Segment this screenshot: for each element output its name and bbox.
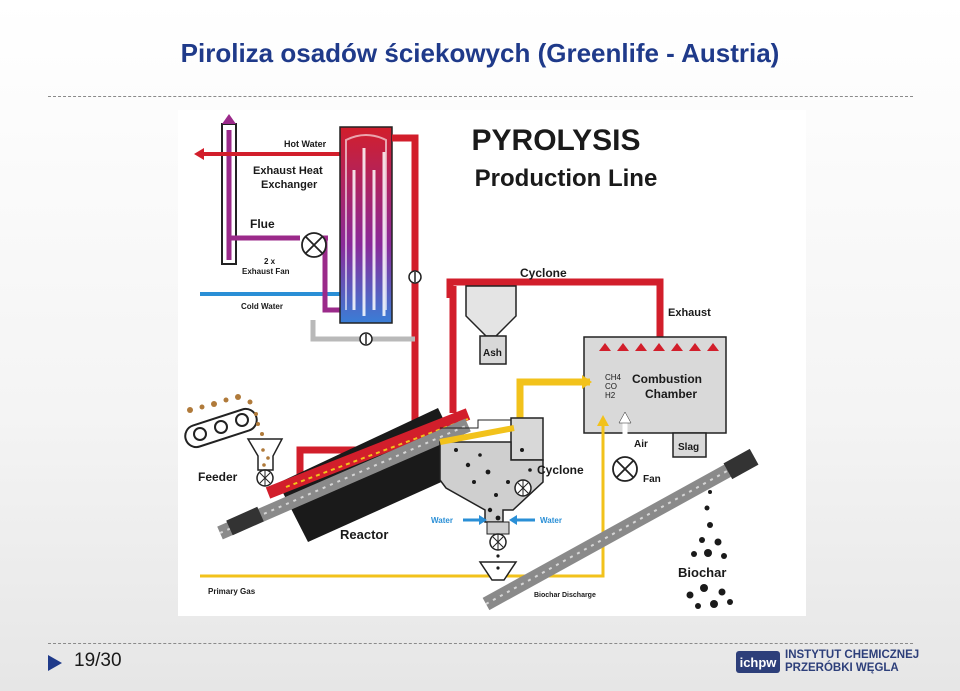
diagram-canvas: PYROLYSIS Production Line Hot Water Exha… [184,114,759,611]
label-2x: 2 x [264,257,276,266]
ichpw-logo: ichpw INSTYTUT CHEMICZNEJ PRZERÓBKI WĘGL… [736,649,919,675]
heading-line2: Production Line [475,165,658,192]
gray-return-line [310,320,415,342]
label-primary-gas: Primary Gas [208,587,256,596]
ichpw-logo-icon: ichpw [736,651,780,673]
exhaust-fan-icon [301,232,327,258]
label-co: CO [605,382,617,391]
hot-water-line [194,148,353,160]
label-cyclone-bottom: Cyclone [537,463,584,477]
label-slag: Slag [678,442,699,453]
logo-line2: PRZERÓBKI WĘGLA [785,662,899,674]
exhaust-heat-exchanger [339,126,393,324]
valve-lower [359,332,373,346]
bottom-divider [48,643,913,644]
label-biochar: Biochar [678,565,726,580]
discharge-hopper [478,554,518,581]
label-h2: H2 [605,391,616,400]
feeder-screw [217,418,471,540]
label-reactor: Reactor [340,527,388,542]
label-chamber: Chamber [645,387,697,401]
logo-mark: ichpw [740,655,778,670]
cold-water-line [200,288,354,300]
combustion-chamber [583,336,727,458]
label-air: Air [634,439,648,450]
heading-line1: PYROLYSIS [472,124,641,157]
label-cyclone-top: Cyclone [520,266,567,280]
label-exchanger: Exchanger [261,179,318,191]
feeder-hopper [246,438,284,487]
primary-gas-line [200,425,605,578]
conveyor-belt [184,394,268,449]
label-feeder: Feeder [198,470,238,484]
label-ch4: CH4 [605,373,622,382]
cyclone-bottom [439,417,544,551]
play-arrow-icon [48,655,62,671]
label-biochar-discharge: Biochar Discharge [534,592,596,599]
label-water-right: Water [540,516,562,525]
label-hot-water: Hot Water [284,139,327,149]
slide-title: Piroliza osadów ściekowych (Greenlife - … [180,38,780,68]
label-fan: Fan [643,474,661,485]
label-cold-water: Cold Water [241,302,283,311]
label-exhaust-fan: Exhaust Fan [242,267,290,276]
label-water-left: Water [431,516,453,525]
cyclone-top [465,285,517,365]
label-flue: Flue [250,217,275,231]
top-divider [48,96,913,97]
label-ash: Ash [483,348,502,359]
page-number: 19/30 [74,650,122,671]
label-exhaust: Exhaust [668,307,711,319]
valve-upper [408,270,422,284]
label-combustion: Combustion [632,372,702,386]
label-exhaust-heat: Exhaust Heat [253,165,323,177]
biochar-discharge-screw [482,448,759,611]
biochar-particles [686,490,733,609]
flue-stack [221,114,300,265]
air-fan-icon [612,456,638,482]
logo-line1: INSTYTUT CHEMICZNEJ [785,649,920,661]
pyrolysis-diagram: PYROLYSIS Production Line Hot Water Exha… [178,110,806,616]
